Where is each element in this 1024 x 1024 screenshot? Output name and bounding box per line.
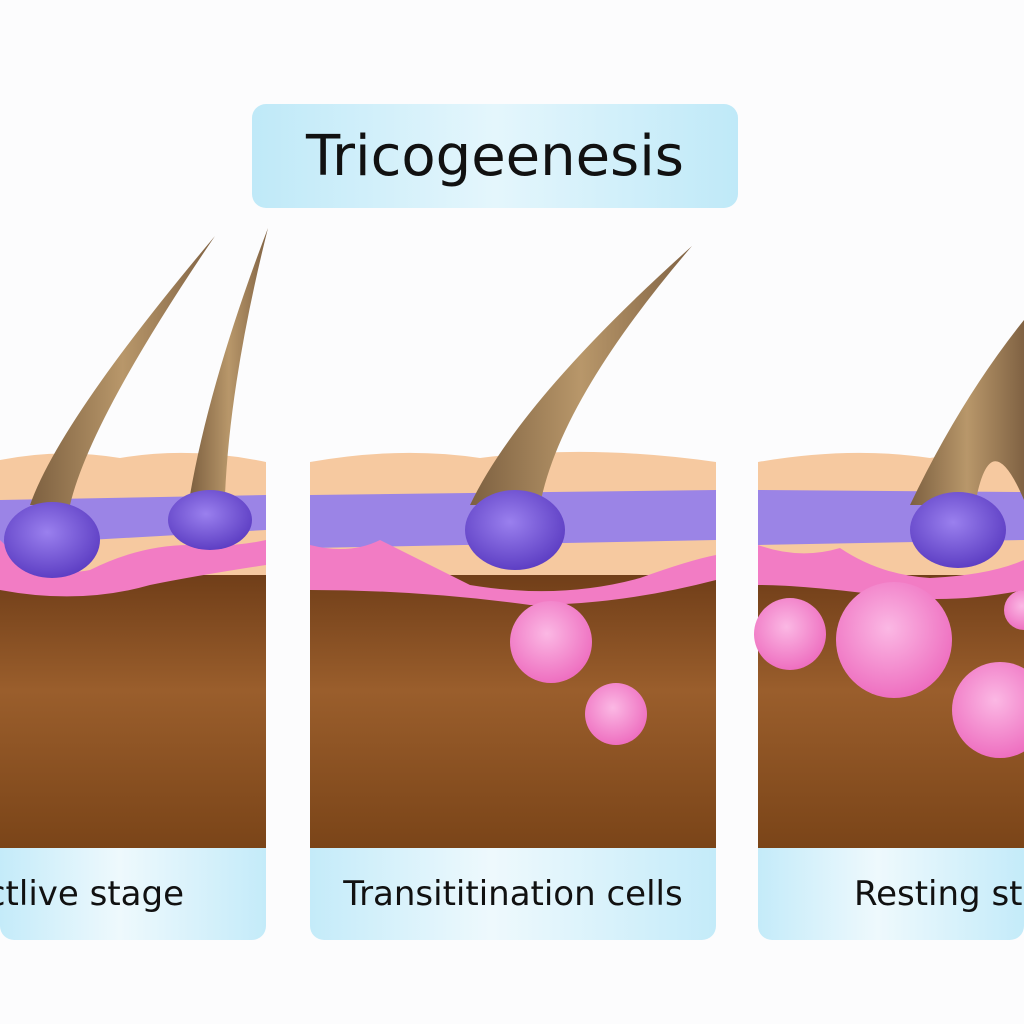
resting-cell [952,662,1024,758]
pink-cell-layer [758,545,1024,599]
dermis-layer [0,560,266,850]
pink-cell-layer [0,540,266,597]
hair-shaft [910,320,1024,505]
diagram-title: Tricogeenesis [306,123,684,189]
label-transition: Transititination cells [343,874,683,914]
label-active-stage: actlive stage [0,874,184,914]
hair-bulb [168,490,252,550]
dermis-layer [310,560,716,850]
resting-cell [754,598,826,670]
hair-bulb [910,492,1006,568]
hair-shaft [30,236,215,505]
label-box-active: actlive stage [0,848,266,940]
label-box-transition: Transititination cells [310,848,716,940]
resting-cell [1004,590,1024,630]
hair-shaft [190,228,268,495]
hair-shaft [470,246,692,505]
transition-cell [585,683,647,745]
title-banner: Tricogeenesis [252,104,738,208]
label-box-resting: Resting sta [758,848,1024,940]
hair-bulb [4,502,100,578]
hair-bulb [465,490,565,570]
label-resting-stage: Resting sta [854,874,1024,914]
resting-cell [836,582,952,698]
pink-cell-layer [310,540,716,605]
transition-cell [510,601,592,683]
